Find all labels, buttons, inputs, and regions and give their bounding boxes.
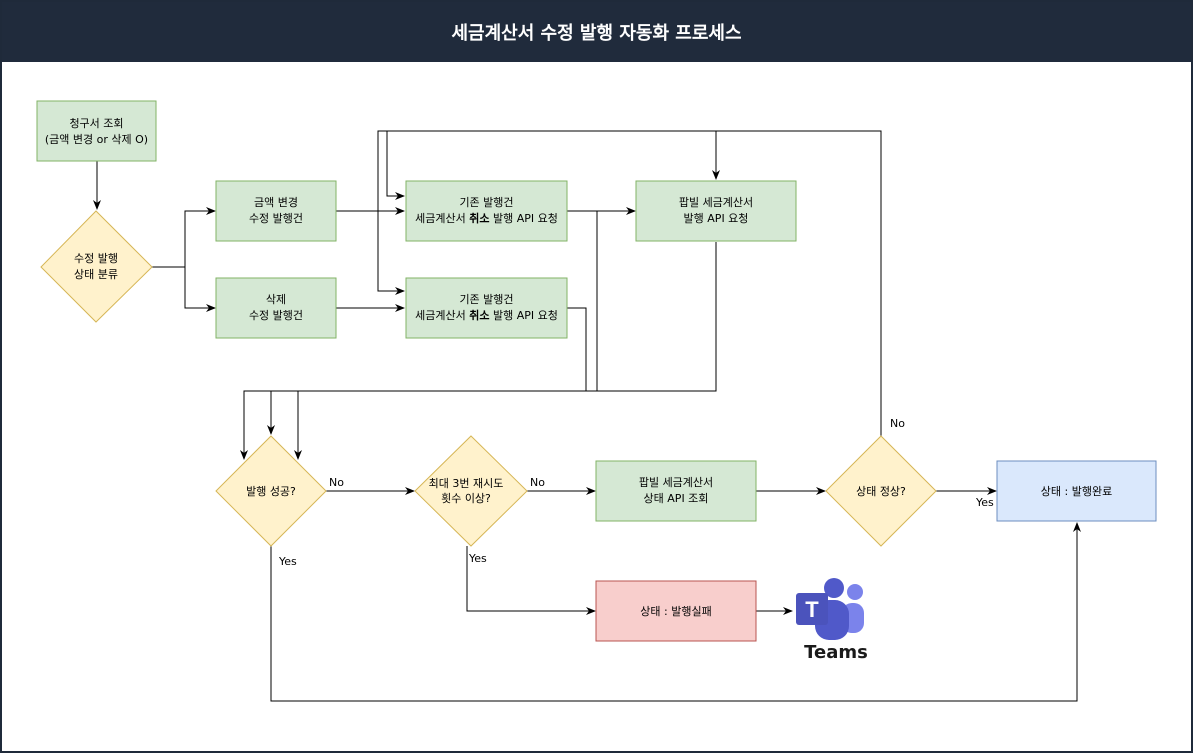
node-issued-done: 상태 : 발행완료	[996, 460, 1157, 522]
node-classify-line-2: 상태 분류	[74, 268, 118, 281]
edge-success-yes-to-done	[270, 522, 1081, 702]
node-popbill-status-line-1: 팝빌 세금계산서	[639, 476, 713, 489]
node-classify-line-1: 수정 발행	[74, 252, 118, 265]
node-popbill-issue-line-2: 발행 API 요청	[684, 212, 749, 225]
edge-classify-to-amount-change	[152, 207, 216, 268]
node-popbill-status: 팝빌 세금계산서 상태 API 조회	[595, 460, 757, 522]
edge-popbill-issue-to-success	[240, 242, 717, 460]
node-amount-change-line-2: 수정 발행건	[249, 212, 303, 225]
node-popbill-issue-line-1: 팝빌 세금계산서	[679, 196, 753, 209]
node-retry-check: 최대 3번 재시도 횟수 이상?	[414, 435, 528, 547]
node-cancel-bottom-line-1: 기존 발행건	[459, 293, 513, 306]
edge-status-no-loop	[377, 130, 882, 436]
teams-letter: T	[805, 597, 819, 622]
node-cancel-top-line-1: 기존 발행건	[459, 196, 513, 209]
node-issue-failed-label: 상태 : 발행실패	[640, 605, 711, 618]
edge-loop-to-cancel-top	[386, 131, 405, 200]
node-cancel-top: 기존 발행건 세금계산서 취소 발행 API 요청	[405, 180, 568, 242]
edge-label-success-no: No	[329, 476, 344, 489]
edges	[93, 130, 1081, 702]
edge-label-success-yes: Yes	[278, 555, 297, 568]
node-retry-check-line-1: 최대 3번 재시도	[429, 477, 504, 490]
node-issue-failed: 상태 : 발행실패	[595, 580, 757, 642]
node-status-ok: 상태 정상?	[825, 435, 937, 547]
node-cancel-bottom-line-2: 세금계산서 취소 발행 API 요청	[415, 308, 558, 322]
node-cancel-bottom: 기존 발행건 세금계산서 취소 발행 API 요청	[405, 277, 568, 339]
microsoft-teams-icon: T Teams	[796, 578, 868, 663]
node-issued-done-label: 상태 : 발행완료	[1041, 485, 1112, 498]
node-classify: 수정 발행 상태 분류	[40, 210, 153, 323]
edge-classify-to-delete	[184, 267, 216, 312]
node-cancel-top-line-2: 세금계산서 취소 발행 API 요청	[415, 211, 558, 225]
node-amount-change-line-1: 금액 변경	[254, 196, 298, 209]
node-delete-line-2: 수정 발행건	[249, 309, 303, 322]
diagram-title: 세금계산서 수정 발행 자동화 프로세스	[2, 2, 1191, 62]
node-invoice-lookup: 청구서 조회 (금액 변경 or 삭제 O)	[36, 100, 157, 162]
node-delete-line-1: 삭제	[266, 293, 286, 306]
node-invoice-lookup-line-2: (금액 변경 or 삭제 O)	[45, 133, 148, 146]
node-status-ok-label: 상태 정상?	[856, 485, 906, 498]
node-popbill-issue: 팝빌 세금계산서 발행 API 요청	[635, 180, 797, 242]
teams-label: Teams	[804, 642, 868, 663]
node-amount-change: 금액 변경 수정 발행건	[215, 180, 337, 242]
edge-label-retry-no: No	[530, 476, 545, 489]
node-invoice-lookup-line-1: 청구서 조회	[69, 117, 123, 130]
edge-retry-yes-to-failed	[466, 546, 596, 615]
edge-label-status-no: No	[890, 417, 905, 430]
node-delete: 삭제 수정 발행건	[215, 277, 337, 339]
node-popbill-status-line-2: 상태 API 조회	[644, 492, 709, 505]
node-retry-check-line-2: 횟수 이상?	[441, 492, 491, 505]
edge-label-retry-yes: Yes	[468, 552, 487, 565]
node-issue-success-label: 발행 성공?	[246, 485, 296, 498]
edge-label-status-yes: Yes	[975, 496, 994, 509]
node-issue-success: 발행 성공?	[215, 435, 327, 547]
